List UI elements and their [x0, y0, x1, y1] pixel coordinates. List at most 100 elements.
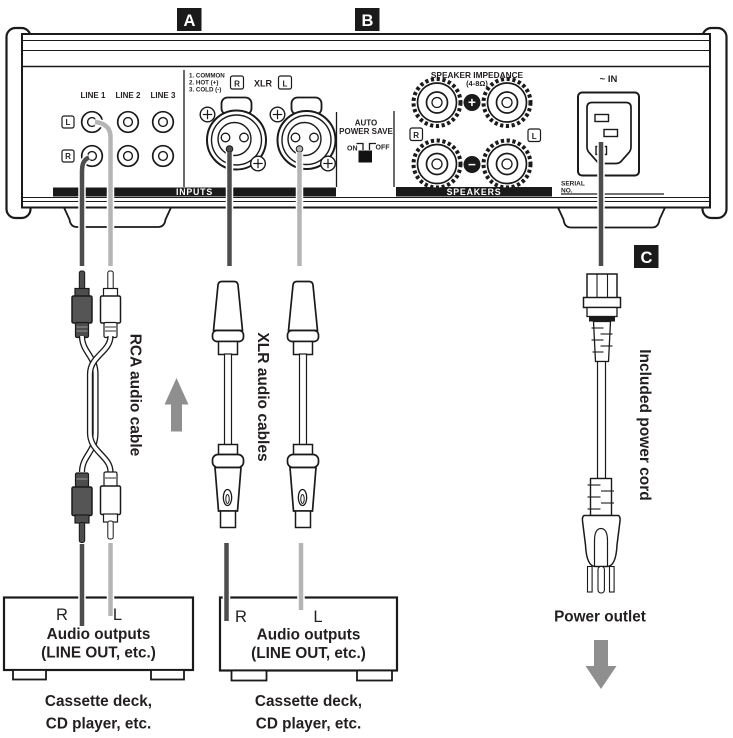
- auto-power-save-switch: AUTO POWER SAVE ON OFF: [339, 119, 393, 163]
- speakers-left-label: L: [532, 132, 537, 141]
- box-cable-stubs: [78, 543, 305, 626]
- serial-label-2: NO.: [561, 188, 573, 195]
- svg-text:+: +: [468, 95, 476, 110]
- down-arrow-icon: [585, 640, 617, 689]
- rca-jack: [116, 110, 140, 134]
- xlr-box-title-2: (LINE OUT, etc.): [251, 645, 366, 662]
- power-plug: [581, 477, 621, 594]
- rca-box-caption-2: CD player, etc.: [46, 716, 151, 733]
- svg-text:A: A: [184, 12, 196, 30]
- xlr-title: XLR: [254, 79, 273, 89]
- minus-terminal-icon: −: [463, 156, 481, 173]
- line-right-label: R: [65, 152, 71, 161]
- left-foot: [62, 206, 173, 228]
- rca-cable-illustration: [71, 270, 122, 543]
- xlr-section-labels: 1. COMMON 2. HOT (+) 3. COLD (-) R XLR L: [189, 73, 293, 94]
- rca-box-left-label: L: [113, 606, 122, 624]
- svg-text:C: C: [641, 249, 653, 267]
- plug-prong: [608, 565, 615, 593]
- section-marker-b: B: [355, 8, 380, 31]
- up-arrow-icon: [164, 378, 189, 432]
- binding-post: [481, 77, 533, 128]
- line-input-jacks: LINE 1 LINE 2 LINE 3 L R: [61, 91, 176, 168]
- power-cord-illustration: [581, 273, 622, 594]
- line3-label: LINE 3: [151, 91, 176, 100]
- rca-jack: [151, 110, 175, 134]
- xlr-input-r: [199, 96, 267, 172]
- speakers-bar-label: SPEAKERS: [447, 187, 502, 197]
- inputs-bar-label: INPUTS: [176, 187, 213, 197]
- aps-off-label: OFF: [376, 145, 391, 152]
- ac-in-label: ~ IN: [600, 74, 618, 85]
- xlr-pin-legend-3: 3. COLD (-): [189, 87, 221, 94]
- line2-label: LINE 2: [116, 91, 141, 100]
- speakers-right-label: R: [413, 131, 419, 140]
- impedance-label-2: (4-8Ω): [466, 79, 488, 88]
- xlr-input-l: [269, 96, 337, 172]
- aps-on-label: ON: [347, 146, 358, 153]
- rca-plug-l-bottom: [99, 471, 122, 540]
- xlr-left-label: L: [283, 79, 288, 88]
- source-device-box-xlr: [218, 596, 399, 682]
- plug-prong: [597, 565, 605, 594]
- xlr-cable-illustration-l: [286, 280, 320, 529]
- xlr-pin-legend-1: 1. COMMON: [189, 73, 225, 80]
- xlr-box-caption-1: Cassette deck,: [255, 693, 362, 710]
- rca-jack: [151, 144, 175, 168]
- xlr-cables-label: XLR audio cables: [254, 332, 271, 461]
- inlet-pin: [603, 128, 619, 138]
- screw-icon: [269, 106, 286, 123]
- plus-terminal-icon: +: [463, 94, 481, 111]
- right-foot: [556, 206, 667, 229]
- inlet-pin: [594, 113, 610, 123]
- aps-title-2: POWER SAVE: [339, 127, 393, 136]
- ac-inlet: ~ IN: [577, 74, 640, 177]
- impedance-label-1: SPEAKER IMPEDANCE: [431, 70, 524, 80]
- binding-post: [411, 77, 463, 128]
- rca-cable-label: RCA audio cable: [127, 334, 144, 457]
- rca-plug-r-bottom: [71, 472, 93, 543]
- aps-title-1: AUTO: [355, 119, 378, 128]
- speakers-bar: [396, 187, 552, 197]
- section-marker-c: C: [634, 245, 659, 268]
- rca-l-stub: [94, 119, 113, 266]
- xlr-box-title-1: Audio outputs: [257, 627, 361, 644]
- svg-text:B: B: [362, 12, 374, 30]
- rca-jack: [116, 144, 140, 168]
- rca-jack: [80, 110, 104, 134]
- xlr-box-caption-2: CD player, etc.: [256, 716, 361, 733]
- power-connector-c13: [582, 273, 622, 480]
- binding-post: [411, 138, 463, 190]
- line1-label: LINE 1: [81, 91, 106, 100]
- rca-plug-l-top: [99, 270, 122, 339]
- screw-icon: [249, 155, 266, 172]
- rca-plug-r-top: [71, 270, 93, 339]
- power-outlet-label: Power outlet: [554, 609, 646, 626]
- screw-icon: [199, 106, 216, 123]
- amplifier-rear-panel: LINE 1 LINE 2 LINE 3 L R 1. COMMON 2. HO…: [5, 26, 728, 229]
- xlr-box-right-label: R: [235, 608, 247, 626]
- inputs-bar: [53, 187, 336, 197]
- slide-switch-knob: [358, 150, 372, 163]
- xlr-right-label: R: [234, 79, 240, 88]
- line-left-label: L: [66, 118, 71, 127]
- xlr-box-left-label: L: [313, 608, 322, 626]
- xlr-pin-legend-2: 2. HOT (+): [189, 80, 218, 87]
- power-cord-label: Included power cord: [636, 349, 653, 501]
- rca-box-title-1: Audio outputs: [47, 626, 151, 643]
- source-device-box-rca: [2, 596, 195, 681]
- rca-box-right-label: R: [56, 606, 68, 624]
- speaker-terminals: SPEAKER IMPEDANCE (4-8Ω): [409, 70, 542, 190]
- screw-icon: [320, 155, 337, 172]
- plug-prong: [586, 565, 593, 593]
- serial-label-1: SERIAL: [561, 181, 585, 188]
- svg-text:−: −: [468, 157, 476, 172]
- rca-box-title-2: (LINE OUT, etc.): [41, 645, 156, 662]
- rca-box-caption-1: Cassette deck,: [45, 693, 152, 710]
- rca-r-stub: [79, 155, 91, 266]
- panel-cable-stubs: [78, 118, 605, 266]
- xlr-cable-illustration-r: [211, 280, 245, 529]
- binding-post: [481, 138, 533, 190]
